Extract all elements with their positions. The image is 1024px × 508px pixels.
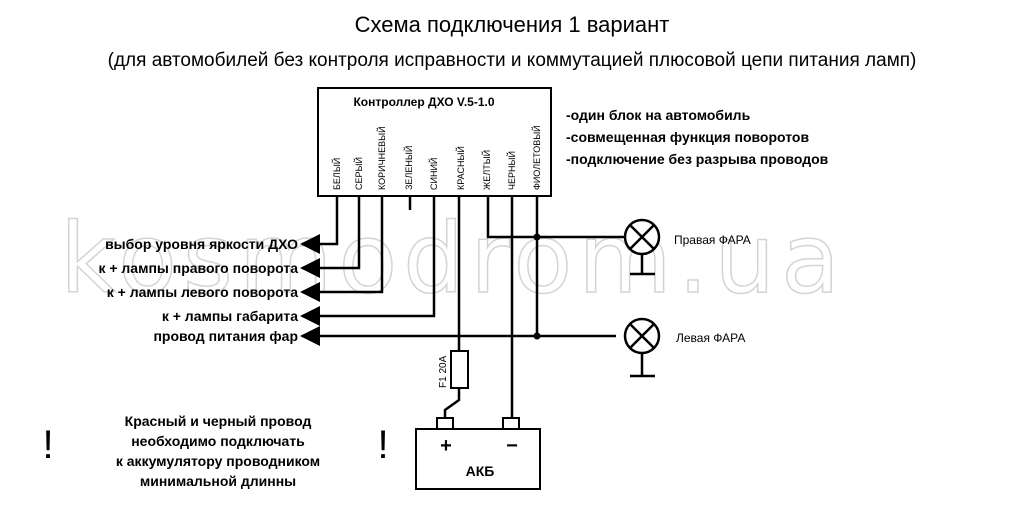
wire-blue: [300, 196, 436, 326]
fuse-label: F1 20A: [438, 355, 449, 388]
warning-mark-left: !: [42, 423, 53, 467]
warning-mark-right: !: [377, 423, 388, 467]
diagram-subtitle: (для автомобилей без контроля исправност…: [108, 50, 917, 71]
battery-minus: −: [506, 435, 518, 457]
wire-label-green: ЗЕЛЕНЫЙ: [403, 146, 414, 190]
output-label-parking: к + лампы габарита: [162, 308, 298, 324]
battery-label: АКБ: [466, 463, 495, 479]
output-label-right-turn: к + лампы правого поворота: [98, 260, 298, 276]
feature-item: -совмещенная функция поворотов: [566, 129, 809, 145]
wire-yellow: [486, 196, 624, 239]
wire-white: [300, 196, 339, 254]
warning-line: необходимо подключать: [131, 433, 305, 449]
diagram-title: Схема подключения 1 вариант: [355, 12, 670, 37]
controller-label: Контроллер ДХО V.5-1.0: [353, 95, 494, 109]
warning-line: Красный и черный провод: [125, 413, 312, 429]
output-label-left-turn: к + лампы левого поворота: [107, 284, 298, 300]
wire-label-blue: СИНИЙ: [428, 158, 439, 190]
warning-line: минимальной длинны: [140, 473, 296, 489]
fuse: [450, 350, 469, 389]
junction-dot: [533, 332, 541, 340]
wire-brown: [300, 196, 384, 302]
watermark: kosmodrom.ua: [60, 203, 846, 315]
controller-box: [317, 87, 552, 197]
wire-label-red: КРАСНЫЙ: [455, 146, 466, 190]
output-label-headlight-power: провод питания фар: [153, 328, 298, 344]
right-headlight-lamp: [623, 218, 661, 276]
wire-red-to-battery: [443, 388, 461, 418]
wire-label-gray: СЕРЫЙ: [353, 157, 364, 190]
wire-label-brown: КОРИЧНЕВЫЙ: [376, 126, 387, 190]
wire-label-white: БЕЛЫЙ: [331, 158, 342, 190]
feature-item: -подключение без разрыва проводов: [566, 151, 829, 167]
junction-dot: [533, 233, 541, 241]
battery: [415, 417, 541, 490]
wire-label-black: ЧЕРНЫЙ: [506, 151, 517, 190]
output-wires: [300, 196, 436, 326]
left-headlight-lamp: [623, 317, 661, 378]
wire-label-violet: ФИОЛЕТОВЫЙ: [531, 125, 542, 190]
wire-gray: [300, 196, 361, 278]
feature-item: -один блок на автомобиль: [566, 107, 751, 123]
right-headlight-label: Правая ФАРА: [674, 233, 751, 247]
warning-line: к аккумулятору проводником: [116, 453, 320, 469]
left-headlight-label: Левая ФАРА: [676, 331, 745, 345]
wire-label-yellow: ЖЕЛТЫЙ: [481, 150, 492, 190]
output-label-brightness: выбор уровня яркости ДХО: [105, 236, 298, 252]
battery-plus: +: [440, 435, 452, 457]
controller-wire-labels: БЕЛЫЙ СЕРЫЙ КОРИЧНЕВЫЙ ЗЕЛЕНЫЙ СИНИЙ КРА…: [331, 125, 542, 190]
